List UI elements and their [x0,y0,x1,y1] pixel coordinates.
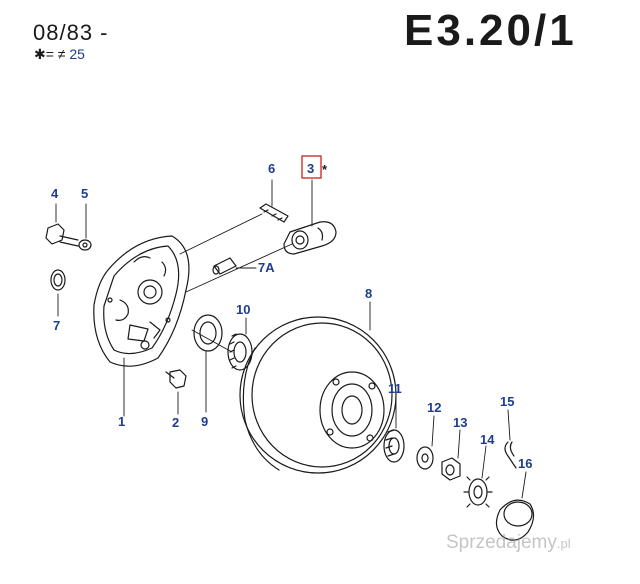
callout-8: 8 [365,286,372,301]
callout-12: 12 [427,400,441,415]
callout-14: 14 [480,432,495,447]
washer-part [78,239,92,251]
adapter-7a [212,257,237,275]
hub-cap [495,499,535,541]
outer-bearing [383,429,405,463]
bearing-cup [193,314,223,352]
watermark-text: Sprzedajemy [446,532,557,553]
split-pin [504,441,517,469]
callout-5: 5 [81,186,88,201]
note-ref: 25 [69,46,85,62]
callout-10: 10 [236,302,250,317]
bolt-part [45,223,79,247]
inner-bearing [227,333,253,371]
note-symbol: ✱= ≠ [34,46,66,62]
callout-labels: 1 2 3 * 4 5 6 7 7A 8 9 10 11 12 13 14 15… [51,161,532,471]
watermark-suffix: .pl [556,536,571,551]
callout-3: 3 [307,161,314,176]
brake-drum [239,316,397,474]
callout-15: 15 [500,394,514,409]
callout-16: 16 [518,456,532,471]
callout-7: 7 [53,318,60,333]
watermark: Sprzedajemy.pl [446,532,571,554]
callout-3-marker: * [322,162,328,177]
callout-3-highlight [301,155,322,179]
callout-11: 11 [388,381,402,396]
callout-7a: 7A [258,260,275,275]
callout-2: 2 [172,415,179,430]
bleed-screw [259,203,289,223]
wheel-cylinder [283,221,337,255]
date-range: 08/83 - [33,20,109,45]
diagram-code: E3.20/1 [404,6,577,55]
nut-retainer [463,476,493,508]
callout-13: 13 [453,415,467,430]
backing-plate [93,235,190,367]
callout-4: 4 [51,186,59,201]
thrust-washer [416,446,434,470]
callout-9: 9 [201,414,208,429]
callout-6: 6 [268,161,275,176]
leader-lines [55,179,527,499]
applicability-note: ✱= ≠ 25 [34,46,85,63]
hub-nut [441,457,461,481]
seal-ring [50,269,66,291]
callout-1: 1 [118,414,125,429]
nipple-part [165,369,187,389]
